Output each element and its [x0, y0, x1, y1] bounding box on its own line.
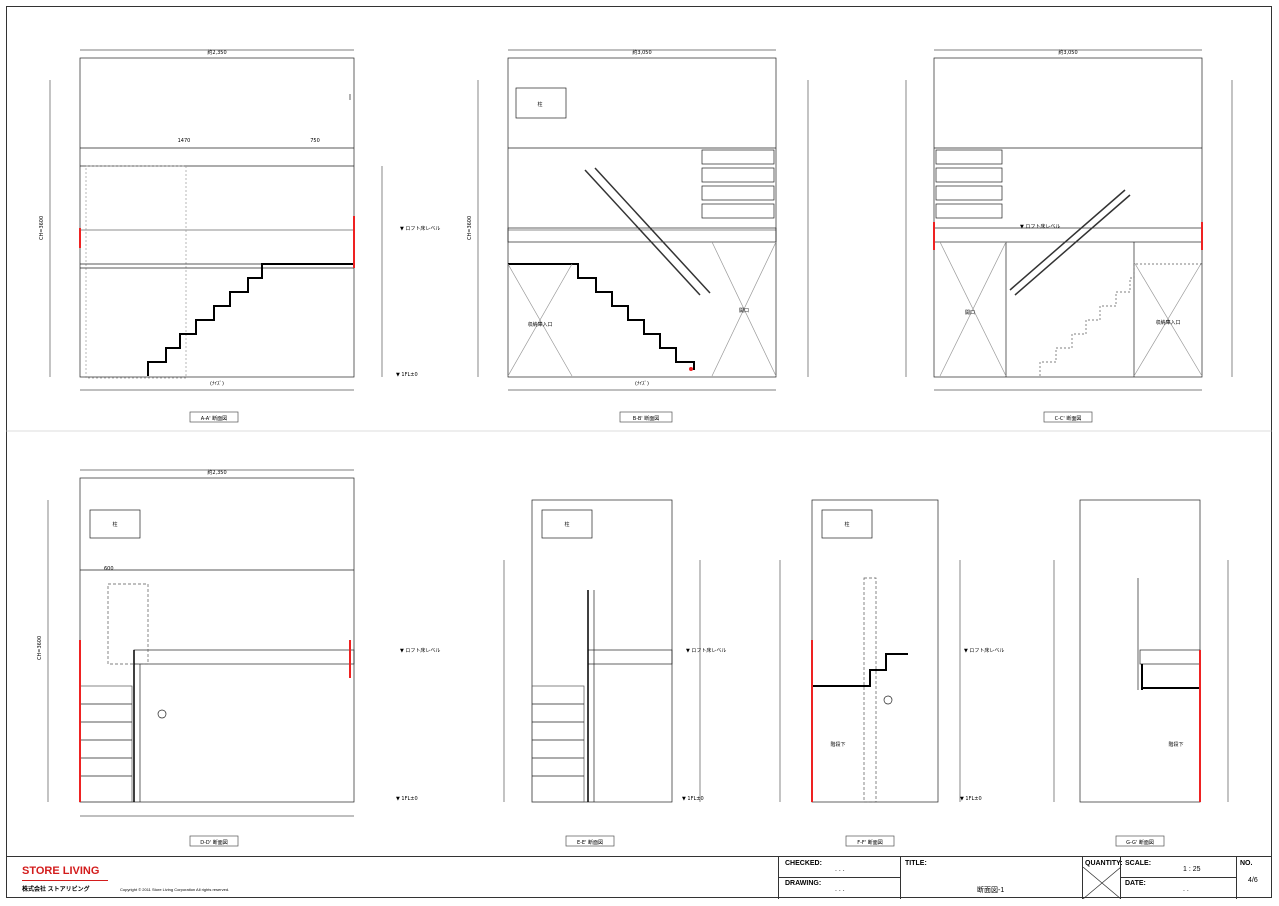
quantity-label: QUANTITY:: [1085, 860, 1123, 867]
loft-level-ee: ▼ ロフト床レベル: [686, 647, 726, 654]
dim-dd-600: 600: [104, 566, 114, 572]
storage-ff: 階段下: [830, 741, 845, 748]
hatch-cc: 収納庫入口: [1155, 319, 1180, 326]
no-label: NO.: [1240, 860, 1253, 867]
quantity-cell: QUANTITY:: [1082, 857, 1123, 899]
storage-gg: 階段下: [1168, 741, 1183, 748]
company-name: 株式会社 ストアリビング: [22, 887, 90, 893]
caption-bb: B-B' 断面図: [633, 415, 659, 422]
pillar-bb: 柱: [537, 101, 542, 108]
loft-level-aa: ▼ ロフト床レベル: [400, 225, 440, 232]
dim-cc-top: 約3,050: [1058, 49, 1077, 56]
loft-level-cc: ▼ ロフト床レベル: [1020, 223, 1060, 230]
title-block: STORE LIVING 株式会社 ストアリビング Copyright © 20…: [6, 856, 1272, 899]
title-label: TITLE:: [905, 860, 927, 867]
dim-aa-1470: 1470: [178, 138, 191, 144]
brand-underline: [22, 880, 108, 881]
copyright: Copyright © 2011 Store Living Corporatio…: [120, 887, 230, 892]
scale-cell: SCALE: 1 : 25 DATE: . .: [1120, 857, 1237, 899]
caption-aa: A-A' 断面図: [201, 415, 227, 422]
drawing-value: . . .: [835, 886, 845, 893]
caption-gg: G-G' 断面図: [1126, 839, 1154, 846]
date-value: . .: [1183, 886, 1189, 893]
section-ff: [779, 499, 961, 847]
loft-level-dd: ▼ ロフト床レベル: [400, 647, 440, 654]
floor-level-aa: ▼ 1FL±0: [396, 372, 418, 378]
dim-bb-top: 約3,050: [632, 49, 651, 56]
caption-ff: F-F' 断面図: [857, 839, 883, 846]
drawing-sheet: [6, 6, 1272, 898]
checked-cell: CHECKED: . . . DRAWING: . . .: [778, 857, 901, 899]
no-value: 4/6: [1248, 877, 1258, 884]
checked-label: CHECKED:: [785, 860, 822, 867]
caption-dd: D-D' 断面図: [200, 839, 227, 846]
hatch-bb: 収納庫入口: [527, 321, 552, 328]
title-cell: TITLE: 断面図-1: [900, 857, 1082, 899]
section-gg: [1053, 499, 1229, 847]
no-cell: NO. 4/6: [1236, 857, 1272, 899]
caption-cc: C-C' 断面図: [1055, 415, 1082, 422]
floor-level-dd: ▼ 1FL±0: [396, 796, 418, 802]
pillar-ff: 柱: [844, 521, 849, 528]
drawing-label: DRAWING:: [785, 880, 822, 887]
section-cc: [905, 49, 1233, 423]
dim-aa-750: 750: [310, 138, 320, 144]
ch-bb: CH=3600: [467, 216, 473, 240]
naisu-bb: (ﾅｲｽﾞ): [635, 380, 649, 387]
opening-bb: 開口: [739, 308, 749, 314]
dim-aa-bottom: (ﾅｲｽﾞ): [210, 380, 224, 387]
caption-ee: E-E' 断面図: [577, 839, 603, 846]
scale-label: SCALE:: [1125, 860, 1152, 867]
scale-value: 1 : 25: [1183, 866, 1201, 873]
dim-dd-top: 約2,350: [207, 469, 226, 476]
pillar-dd: 柱: [112, 521, 117, 528]
floor-level-ee: ▼ 1FL±0: [682, 796, 704, 802]
section-aa: [49, 49, 383, 423]
ch-dd: CH=3600: [37, 636, 43, 660]
ch-aa: CH=3600: [39, 216, 45, 240]
pillar-ee: 柱: [564, 521, 569, 528]
section-bb: [477, 49, 809, 423]
section-ee: [503, 499, 701, 847]
quantity-cross: [1083, 867, 1121, 899]
opening-cc: 開口: [965, 310, 975, 316]
floor-level-ff: ▼ 1FL±0: [960, 796, 982, 802]
brand-logo: STORE LIVING: [22, 865, 100, 877]
title-value: 断面図-1: [977, 887, 1005, 894]
dim-aa-top: 約2,350: [207, 49, 226, 56]
date-label: DATE:: [1125, 880, 1146, 887]
checked-value: . . .: [835, 866, 845, 873]
section-dd: [47, 469, 355, 847]
loft-level-ff: ▼ ロフト床レベル: [964, 647, 1004, 654]
